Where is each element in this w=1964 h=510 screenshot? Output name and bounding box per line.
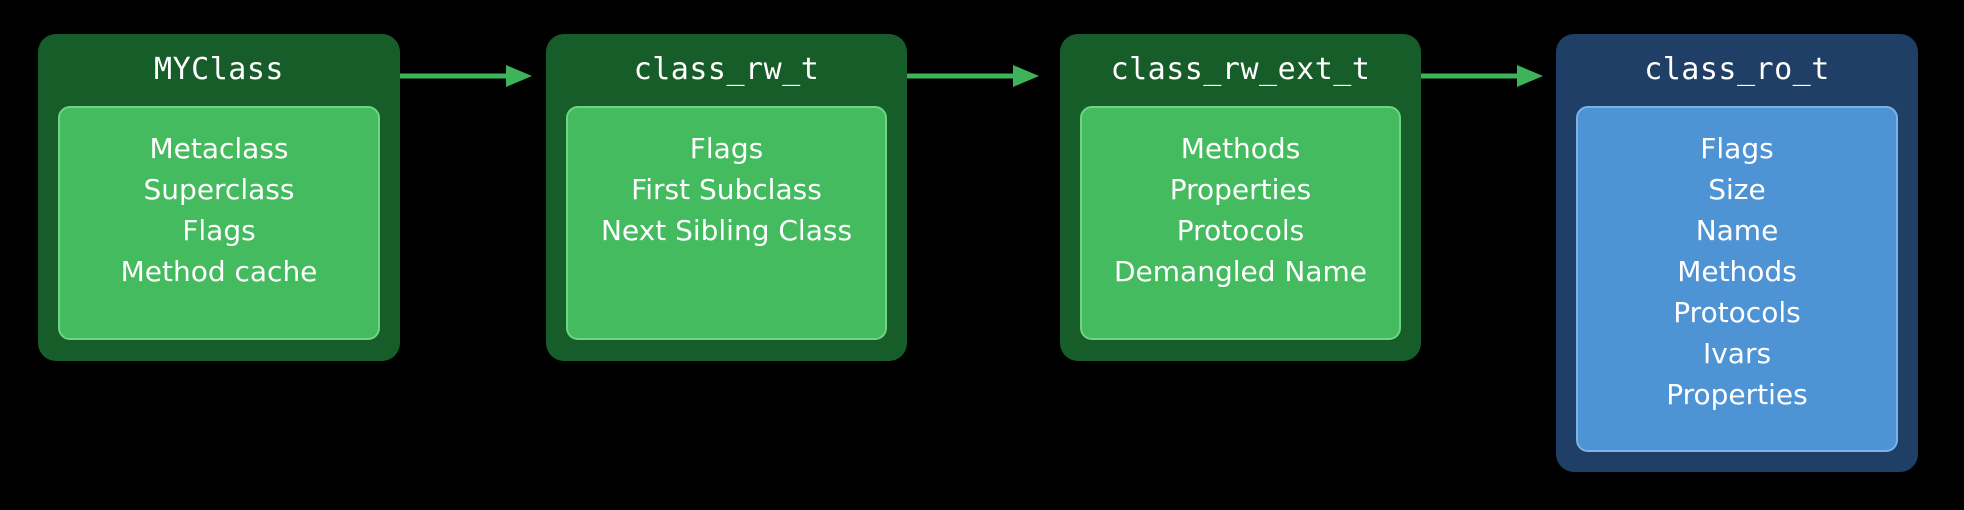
arrow-class-rw-ext-t-to-class-ro-t — [1421, 64, 1543, 88]
box-myclass: MYClass Metaclass Superclass Flags Metho… — [38, 34, 400, 361]
box-title: MYClass — [154, 52, 284, 87]
field-label: First Subclass — [631, 173, 822, 206]
field-panel: Flags First Subclass Next Sibling Class — [566, 106, 887, 340]
box-class-rw-ext-t: class_rw_ext_t Methods Properties Protoc… — [1060, 34, 1421, 361]
field-label: Next Sibling Class — [600, 214, 853, 247]
arrow-class-rw-t-to-class-rw-ext-t — [907, 64, 1039, 88]
box-title: class_rw_t — [633, 52, 820, 87]
field-label: Name — [1695, 214, 1779, 247]
box-title: class_ro_t — [1644, 52, 1830, 87]
field-label: Methods — [1180, 132, 1301, 165]
field-label: Properties — [1169, 173, 1312, 206]
field-label: Flags — [1700, 132, 1774, 165]
field-label: Ivars — [1702, 337, 1772, 370]
field-label: Demangled Name — [1113, 255, 1368, 288]
field-label: Properties — [1666, 378, 1808, 411]
field-label: Flags — [182, 214, 256, 247]
field-label: Method cache — [120, 255, 318, 288]
field-label: Metaclass — [149, 132, 289, 165]
field-label: Superclass — [143, 173, 295, 206]
field-label: Size — [1708, 173, 1766, 206]
field-panel: Metaclass Superclass Flags Method cache — [58, 106, 380, 340]
field-label: Methods — [1677, 255, 1797, 288]
field-label: Flags — [689, 132, 764, 165]
box-title: class_rw_ext_t — [1110, 52, 1371, 87]
box-class-ro-t: class_ro_t Flags Size Name Methods Proto… — [1556, 34, 1918, 472]
arrow-myclass-to-class-rw-t — [400, 64, 532, 88]
field-label: Protocols — [1673, 296, 1801, 329]
box-class-rw-t: class_rw_t Flags First Subclass Next Sib… — [546, 34, 907, 361]
field-label: Protocols — [1176, 214, 1305, 247]
field-panel: Methods Properties Protocols Demangled N… — [1080, 106, 1401, 340]
field-panel: Flags Size Name Methods Protocols Ivars … — [1576, 106, 1898, 452]
